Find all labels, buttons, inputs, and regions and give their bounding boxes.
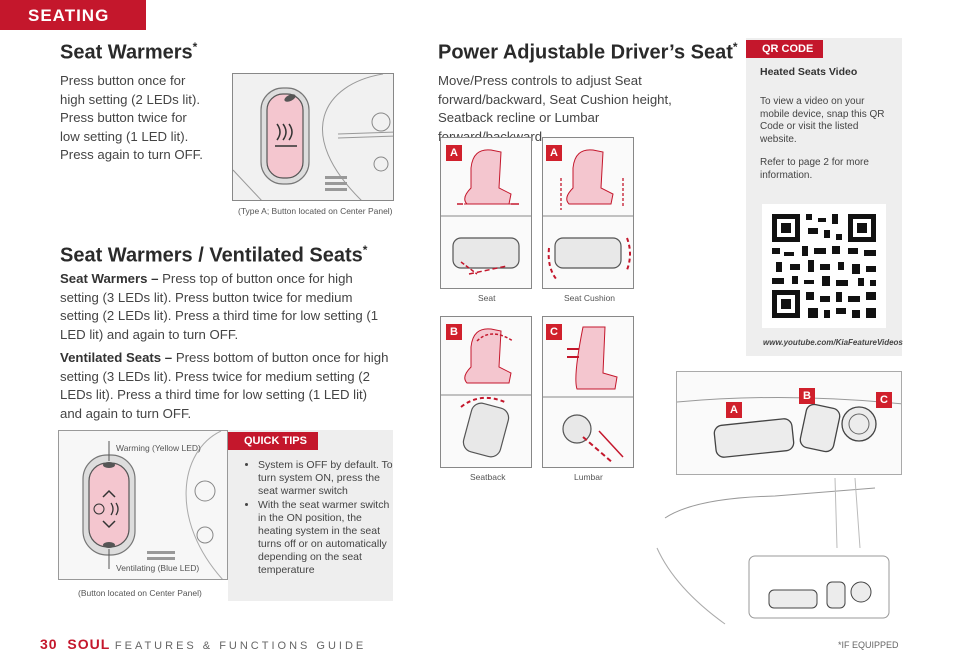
label-b-seatback: B	[446, 324, 462, 340]
warming-label: Warming (Yellow LED)	[116, 443, 201, 453]
seat-warmers-body: Press button once for high setting (2 LE…	[60, 73, 203, 163]
seat-controls-closeup	[676, 371, 902, 475]
seat-warmers-label: Seat Warmers –	[60, 271, 163, 286]
quick-tips-list: System is OFF by default. To turn system…	[244, 459, 396, 578]
qr-code-image[interactable]	[762, 204, 886, 328]
qr-heading: Heated Seats Video	[760, 66, 858, 78]
label-a-seat: A	[446, 145, 462, 161]
qr-tag: QR CODE	[746, 40, 823, 58]
seat-cushion-illustration	[542, 137, 634, 289]
ventilated-drawing	[82, 431, 223, 579]
section-tab: SEATING	[0, 0, 146, 30]
ventilated-title-text: Seat Warmers / Ventilated Seats	[60, 244, 363, 267]
footer-page: 30 SOUL FEATURES & FUNCTIONS GUIDE	[40, 636, 366, 652]
label-a-cushion: A	[546, 145, 562, 161]
caption-seat-cushion: Seat Cushion	[564, 293, 616, 303]
qr-text-1: To view a video on your mobile device, s…	[760, 96, 885, 145]
label-a-closeup: A	[726, 402, 742, 418]
seat-warmer-drawing	[233, 74, 393, 200]
caption-seatback: Seatback	[470, 472, 506, 482]
seat-warmers-text: Press top of button once for high settin…	[60, 271, 379, 342]
qr-code-icon	[772, 214, 876, 318]
seat-warmer-illustration	[232, 73, 394, 201]
qr-url-link[interactable]: www.youtube.com/KiaFeatureVideos	[763, 338, 903, 347]
qr-text-2: Refer to page 2 for more information.	[760, 157, 869, 181]
footer-brand: SOUL	[67, 636, 110, 652]
quick-tips-panel	[228, 430, 393, 601]
seat-side-drawing	[656, 478, 890, 625]
ventilated-caption: (Button located on Center Panel)	[78, 588, 202, 598]
caption-lumbar: Lumbar	[574, 472, 603, 482]
label-b-closeup: B	[799, 388, 815, 404]
seat-cushion-drawing	[543, 149, 633, 281]
power-seat-title-mark: *	[732, 40, 738, 54]
power-seat-body: Move/Press controls to adjust Seat forwa…	[438, 73, 672, 144]
caption-seat: Seat	[478, 293, 496, 303]
seat-warmers-title-text: Seat Warmers	[60, 41, 193, 64]
seat-warmers-caption: (Type A; Button located on Center Panel)	[238, 206, 393, 216]
label-c-lumbar: C	[546, 324, 562, 340]
ventilated-illustration	[58, 430, 228, 580]
ventilated-title-mark: *	[362, 243, 368, 257]
ventilating-label: Ventilating (Blue LED)	[116, 563, 200, 573]
lumbar-drawing	[543, 326, 633, 464]
power-seat-title-text: Power Adjustable Driver’s Seat	[438, 41, 733, 64]
seat-warmers-title-mark: *	[192, 40, 198, 54]
quick-tips-tag: QUICK TIPS	[228, 432, 318, 450]
seat-forward-illustration	[440, 137, 532, 289]
seat-side-illustration	[655, 478, 902, 625]
ventilated-label: Ventilated Seats –	[60, 350, 176, 365]
footer-guide: FEATURES & FUNCTIONS GUIDE	[114, 640, 367, 652]
seat-warmers-paragraph: Seat Warmers – Press top of button once …	[60, 270, 390, 344]
quick-tip-item: With the seat warmer switch in the ON po…	[258, 499, 396, 577]
quick-tip-item: System is OFF by default. To turn system…	[258, 459, 396, 498]
seat-warmers-title: Seat Warmers*	[60, 40, 197, 65]
power-seat-title: Power Adjustable Driver’s Seat*	[438, 40, 738, 65]
seatback-drawing	[441, 328, 531, 458]
seatback-illustration	[440, 316, 532, 468]
lumbar-illustration	[542, 316, 634, 468]
page-number: 30	[40, 636, 58, 652]
ventilated-title: Seat Warmers / Ventilated Seats*	[60, 243, 367, 268]
footer-note: *IF EQUIPPED	[838, 640, 899, 650]
ventilated-paragraph: Ventilated Seats – Press bottom of butto…	[60, 349, 390, 423]
ventilated-text: Press bottom of button once for high set…	[60, 350, 389, 421]
seat-forward-drawing	[441, 149, 531, 275]
label-c-closeup: C	[876, 392, 892, 408]
seat-controls-closeup-drawing	[677, 396, 901, 458]
